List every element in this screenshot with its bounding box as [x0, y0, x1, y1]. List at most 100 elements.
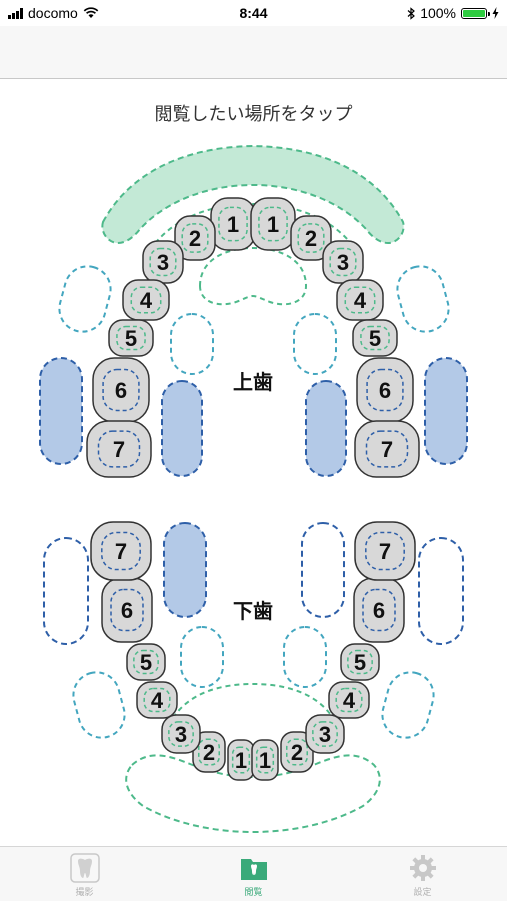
- tooth-number: 4: [151, 688, 164, 713]
- upper-left-palate-zone[interactable]: [161, 380, 203, 477]
- upper-right-tooth-4[interactable]: 4: [336, 279, 384, 321]
- tooth-number: 4: [343, 688, 356, 713]
- tab-label: 閲覧: [244, 887, 263, 897]
- upper-right-tooth-7[interactable]: 7: [354, 420, 420, 478]
- tooth-number: 4: [140, 288, 153, 313]
- tab-label: 撮影: [75, 887, 94, 897]
- lower-right-tooth-3[interactable]: 3: [305, 714, 345, 754]
- upper-right-outer-zone[interactable]: [392, 261, 454, 337]
- charging-icon: [492, 7, 499, 19]
- tab-label: 設定: [413, 887, 432, 897]
- tooth-icon: [69, 853, 100, 883]
- upper-right-tooth-5[interactable]: 5: [352, 319, 398, 357]
- lower-right-tongue-zone[interactable]: [301, 522, 345, 618]
- tooth-number: 6: [379, 378, 391, 403]
- lower-left-cheek-zone[interactable]: [43, 537, 89, 645]
- lower-right-inner-zone[interactable]: [283, 626, 327, 688]
- tooth-number: 7: [115, 539, 127, 564]
- tooth-number: 5: [140, 650, 152, 675]
- tooth-number: 3: [337, 250, 349, 275]
- tooth-zone-outline: [133, 649, 159, 675]
- lower-right-tooth-7[interactable]: 7: [354, 521, 416, 581]
- tooth-number: 6: [115, 378, 127, 403]
- tooth-number: 1: [235, 748, 247, 773]
- lower-right-outer-zone[interactable]: [377, 667, 439, 743]
- tooth-number: 2: [203, 740, 215, 765]
- upper-right-tooth-3[interactable]: 3: [322, 240, 364, 284]
- tooth-zone-outline: [130, 286, 162, 314]
- upper-front-gum-zone[interactable]: [101, 144, 405, 245]
- upper-left-tooth-5[interactable]: 5: [108, 319, 154, 357]
- wifi-icon: [83, 7, 99, 18]
- tooth-zone-outline: [360, 325, 390, 351]
- lower-right-cheek-zone[interactable]: [418, 537, 464, 645]
- battery-icon: [461, 7, 490, 19]
- lower-left-inner-zone[interactable]: [180, 626, 224, 688]
- lower-left-outer-zone[interactable]: [68, 667, 130, 743]
- tooth-zone-outline: [286, 738, 308, 766]
- upper-left-inner-zone[interactable]: [170, 313, 214, 375]
- tooth-number: 7: [379, 539, 391, 564]
- upper-right-inner-zone[interactable]: [293, 313, 337, 375]
- tooth-number: 7: [113, 437, 125, 462]
- upper-right-tooth-6[interactable]: 6: [356, 357, 414, 423]
- instruction-text: 閲覧したい場所をタップ: [154, 104, 353, 124]
- lower-right-tooth-1[interactable]: 1: [251, 739, 279, 781]
- tooth-number: 4: [354, 288, 367, 313]
- lower-right-tooth-6[interactable]: 6: [353, 577, 405, 643]
- lower-left-tongue-zone[interactable]: [163, 522, 207, 618]
- tab-settings[interactable]: 設定: [338, 847, 507, 901]
- lower-right-tooth-2[interactable]: 2: [280, 731, 314, 773]
- navigation-bar: [0, 26, 507, 79]
- upper-inner-gum-zone[interactable]: [144, 202, 362, 259]
- lower-left-tooth-4[interactable]: 4: [136, 681, 178, 719]
- tooth-zone-outline: [297, 223, 325, 253]
- upper-left-tooth-2[interactable]: 2: [174, 215, 216, 261]
- lower-inner-gum-zone[interactable]: [172, 682, 334, 719]
- lower-right-tooth-5[interactable]: 5: [340, 643, 380, 681]
- tooth-number: 1: [227, 212, 239, 237]
- tooth-zone-outline: [365, 430, 409, 468]
- tooth-zone-outline: [335, 687, 363, 713]
- tooth-number: 1: [259, 748, 271, 773]
- tooth-number: 5: [369, 326, 381, 351]
- upper-right-cheek-zone[interactable]: [424, 357, 468, 465]
- upper-right-tooth-1[interactable]: 1: [250, 197, 296, 251]
- upper-right-palate-zone[interactable]: [305, 380, 347, 477]
- tab-capture[interactable]: 撮影: [0, 847, 169, 901]
- tooth-zone-outline: [102, 368, 140, 412]
- tooth-number: 2: [291, 740, 303, 765]
- tooth-zone-outline: [198, 738, 220, 766]
- gear-icon: [409, 855, 436, 881]
- lower-left-tooth-7[interactable]: 7: [90, 521, 152, 581]
- battery-percent: 100%: [420, 5, 456, 21]
- tooth-zone-outline: [347, 649, 373, 675]
- tab-browse[interactable]: 閲覧: [169, 847, 338, 901]
- tooth-number: 2: [189, 226, 201, 251]
- upper-left-tooth-3[interactable]: 3: [142, 240, 184, 284]
- carrier-label: docomo: [28, 5, 78, 21]
- tooth-zone-outline: [312, 721, 338, 747]
- upper-left-tooth-6[interactable]: 6: [92, 357, 150, 423]
- tooth-zone-outline: [116, 325, 146, 351]
- upper-left-tooth-4[interactable]: 4: [122, 279, 170, 321]
- upper-right-tooth-2[interactable]: 2: [290, 215, 332, 261]
- upper-left-cheek-zone[interactable]: [39, 357, 83, 465]
- upper-left-tooth-1[interactable]: 1: [210, 197, 256, 251]
- tooth-number: 5: [125, 326, 137, 351]
- tooth-zone-outline: [97, 430, 141, 468]
- lower-left-tooth-3[interactable]: 3: [161, 714, 201, 754]
- tooth-number: 1: [267, 212, 279, 237]
- lower-left-tooth-1[interactable]: 1: [227, 739, 255, 781]
- lower-left-tooth-5[interactable]: 5: [126, 643, 166, 681]
- upper-left-tooth-7[interactable]: 7: [86, 420, 152, 478]
- lower-left-tooth-6[interactable]: 6: [101, 577, 153, 643]
- tooth-zone-outline: [218, 206, 248, 242]
- lower-left-tooth-2[interactable]: 2: [192, 731, 226, 773]
- lower-right-tooth-4[interactable]: 4: [328, 681, 370, 719]
- palate-gum-zone[interactable]: [198, 246, 308, 306]
- tooth-zone-outline: [181, 223, 209, 253]
- upper-left-outer-zone[interactable]: [54, 261, 116, 337]
